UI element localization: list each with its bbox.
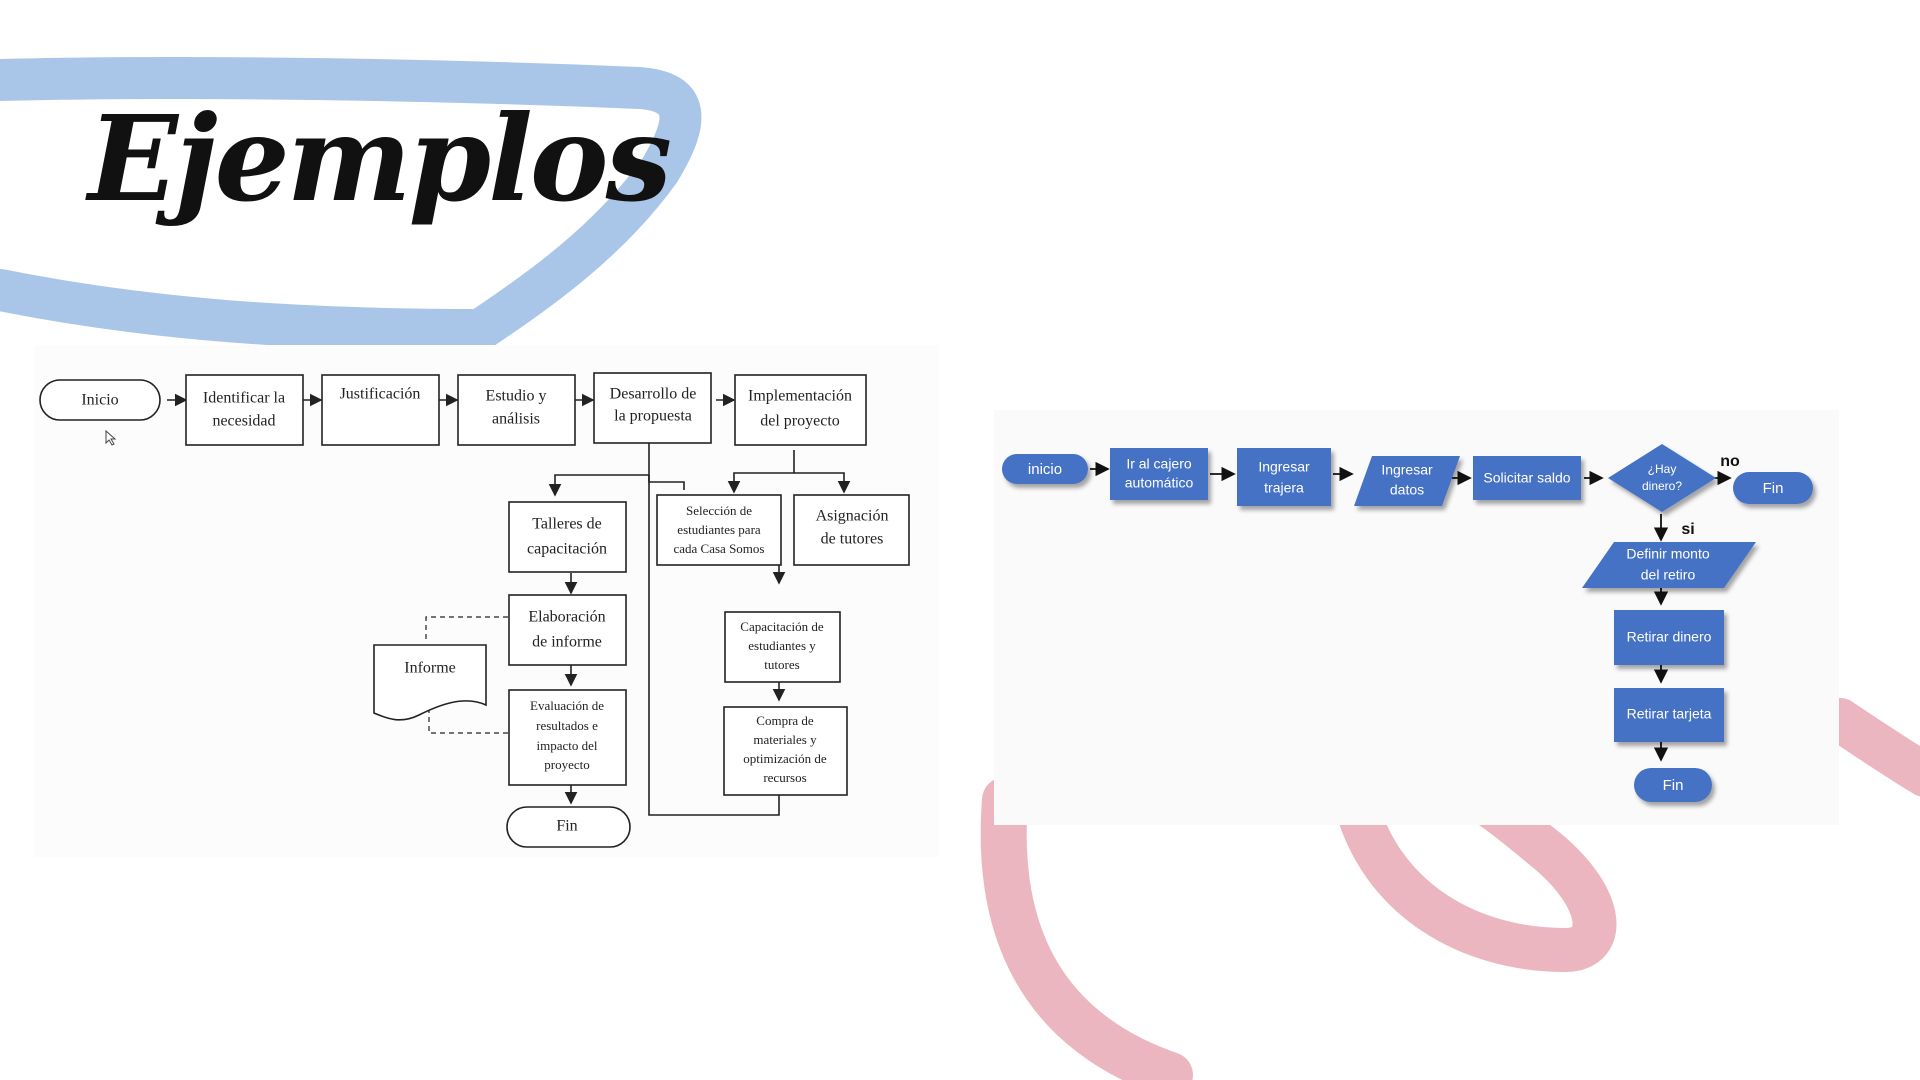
node-talleres: Talleres de capacitación — [508, 501, 627, 573]
node-evaluacion-line4: proyecto — [544, 757, 589, 772]
flow-monto-line2: del retiro — [1641, 567, 1696, 583]
node-seleccion: Selección de estudiantes para cada Casa … — [656, 494, 782, 566]
node-seleccion-line2: estudiantes para — [677, 522, 761, 537]
flow-fin: Fin — [1634, 768, 1712, 802]
flow-label-si: si — [1681, 521, 1694, 538]
flow-saldo-label: Solicitar saldo — [1483, 470, 1570, 486]
flow-fin-no: Fin — [1733, 472, 1813, 504]
cursor-icon — [105, 429, 117, 446]
blue-brush-stroke — [0, 56, 702, 351]
flow-inicio: inicio — [1002, 454, 1088, 484]
flow-datos: Ingresar datos — [1354, 456, 1460, 506]
node-fin-label: Fin — [556, 818, 577, 835]
node-inicio: Inicio — [39, 379, 161, 421]
right-flowchart-image: inicio Ir al cajero automático Ingresar … — [994, 410, 1839, 825]
node-seleccion-line3: cada Casa Somos — [674, 541, 765, 556]
flow-tarjeta: Ingresar trajera — [1237, 448, 1331, 506]
flow-retirar-tarjeta-label: Retirar tarjeta — [1627, 706, 1712, 722]
node-compra-line4: recursos — [763, 770, 806, 785]
flow-cajero-line1: Ir al cajero — [1126, 456, 1192, 472]
node-compra: Compra de materiales y optimización de r… — [723, 706, 848, 796]
node-compra-line3: optimización de — [743, 751, 827, 766]
node-elaboracion: Elaboración de informe — [508, 594, 627, 666]
node-implementacion: Implementación del proyecto — [734, 374, 867, 446]
flow-monto-line1: Definir monto — [1626, 546, 1709, 562]
flow-retirar-dinero-label: Retirar dinero — [1627, 629, 1712, 645]
right-flowchart: inicio Ir al cajero automático Ingresar … — [1002, 444, 1813, 802]
node-asignacion-line1: Asignación — [816, 508, 889, 525]
flow-decision: ¿Hay dinero? — [1608, 444, 1716, 512]
node-capacitacion-line1: Capacitación de — [740, 619, 824, 634]
flow-label-no: no — [1720, 453, 1740, 470]
node-capacitacion-line3: tutores — [764, 657, 799, 672]
flow-fin-no-label: Fin — [1763, 480, 1784, 497]
flow-cajero: Ir al cajero automático — [1110, 448, 1208, 500]
flow-datos-line1: Ingresar — [1381, 462, 1433, 478]
node-estudio-line2: análisis — [492, 411, 540, 428]
node-estudio-line1: Estudio y — [486, 388, 547, 405]
node-implementacion-line1: Implementación — [748, 388, 852, 405]
node-justificacion: Justificación — [321, 374, 440, 446]
node-asignacion: Asignación de tutores — [793, 494, 910, 566]
node-evaluacion: Evaluación de resultados e impacto del p… — [508, 689, 627, 786]
node-estudio: Estudio y análisis — [457, 374, 576, 446]
flow-cajero-line2: automático — [1125, 475, 1194, 491]
node-identificar-line2: necesidad — [212, 413, 275, 430]
flow-retirar-tarjeta: Retirar tarjeta — [1614, 688, 1724, 742]
node-evaluacion-line1: Evaluación de — [530, 698, 604, 713]
node-implementacion-line2: del proyecto — [760, 413, 840, 430]
node-compra-line1: Compra de — [756, 713, 814, 728]
flow-retirar-dinero: Retirar dinero — [1614, 610, 1724, 665]
flow-saldo: Solicitar saldo — [1473, 456, 1581, 500]
node-elaboracion-line2: de informe — [532, 634, 602, 651]
node-desarrollo: Desarrollo de la propuesta — [593, 372, 712, 444]
flow-inicio-label: inicio — [1028, 461, 1062, 478]
left-flowchart: Inicio Identificar la necesidad Justific… — [39, 372, 910, 848]
pink-brush-stroke-right — [1818, 698, 1920, 797]
node-talleres-line1: Talleres de — [532, 516, 602, 533]
node-justificacion-label: Justificación — [340, 386, 421, 403]
left-flowchart-image: Inicio Identificar la necesidad Justific… — [34, 345, 939, 857]
node-seleccion-line1: Selección de — [686, 503, 752, 518]
node-desarrollo-line1: Desarrollo de — [610, 386, 697, 403]
flow-tarjeta-line1: Ingresar — [1258, 459, 1310, 475]
flow-decision-line1: ¿Hay — [1648, 462, 1677, 476]
node-compra-line2: materiales y — [753, 732, 817, 747]
node-desarrollo-line2: la propuesta — [614, 408, 692, 425]
pink-brush-stroke-left — [980, 777, 1193, 1080]
node-identificar-line1: Identificar la — [203, 390, 285, 407]
node-evaluacion-line2: resultados e — [536, 718, 598, 733]
node-capacitacion: Capacitación de estudiantes y tutores — [724, 611, 841, 683]
node-informe: Informe — [373, 644, 487, 721]
flow-datos-line2: datos — [1390, 482, 1424, 498]
node-fin: Fin — [506, 806, 631, 848]
flow-fin-label: Fin — [1663, 777, 1684, 794]
node-talleres-line2: capacitación — [527, 541, 607, 558]
node-elaboracion-line1: Elaboración — [528, 609, 605, 626]
pink-brush-stroke-loop — [1333, 778, 1617, 973]
slide-title: Ejemplos — [88, 89, 672, 228]
node-asignacion-line2: de tutores — [821, 531, 884, 548]
flow-monto: Definir monto del retiro — [1582, 542, 1756, 588]
flow-tarjeta-line2: trajera — [1264, 480, 1304, 496]
node-informe-label: Informe — [404, 660, 456, 677]
node-inicio-label: Inicio — [81, 392, 118, 409]
node-identificar: Identificar la necesidad — [185, 374, 304, 446]
node-capacitacion-line2: estudiantes y — [748, 638, 816, 653]
node-evaluacion-line3: impacto del — [536, 738, 597, 753]
flow-decision-line2: dinero? — [1642, 479, 1682, 493]
